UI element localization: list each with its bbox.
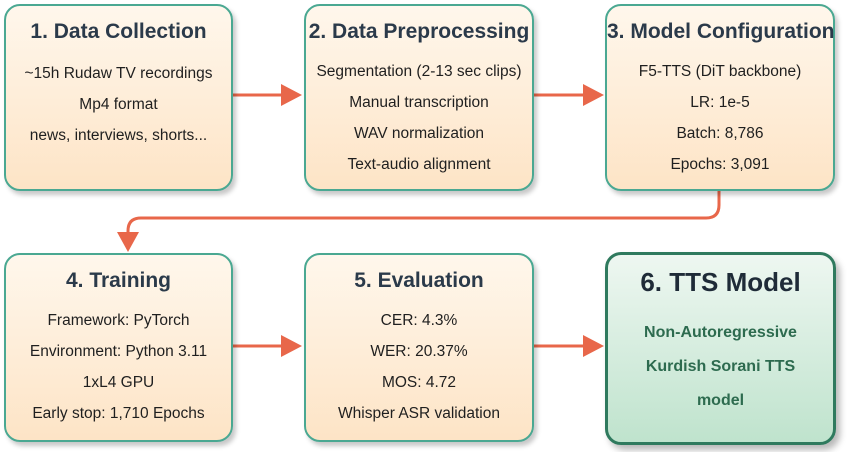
arrow-5-to-6-head [583,335,604,357]
step-title: 5. Evaluation [354,269,484,292]
step-title: 3. Model Configuration [607,20,835,43]
step-line: Kurdish Sorani TTS [645,358,796,375]
step-line: Early stop: 1,710 Epochs [32,405,205,422]
step-line: Non-Autoregressive [644,324,797,341]
step-line: Environment: Python 3.11 [29,343,208,360]
step-title: 4. Training [65,269,172,292]
step-line: CER: 4.3% [380,312,458,329]
step-line: Framework: PyTorch [47,312,190,329]
arrow-2-to-3-head [583,84,604,106]
step-line: model [696,392,745,409]
step-title: 6. TTS Model [640,267,801,297]
step-line: 1xL4 GPU [82,374,155,391]
arrow-4-to-5-head [281,335,302,357]
step-training: 4. Training Framework: PyTorch Environme… [4,253,233,442]
arrow-3-to-4-head [117,232,139,252]
step-line: WAV normalization [353,125,485,142]
step-tts-model: 6. TTS Model Non-Autoregressive Kurdish … [605,252,836,445]
step-line: Epochs: 3,091 [670,156,770,173]
step-line: LR: 1e-5 [690,94,750,111]
step-line: Segmentation (2-13 sec clips) [316,63,522,80]
step-title: 2. Data Preprocessing [308,20,530,43]
step-line: Mp4 format [79,96,158,113]
step-line: Batch: 8,786 [676,125,764,142]
step-data-preprocessing: 2. Data Preprocessing Segmentation (2-13… [304,4,534,191]
step-line: Text-audio alignment [347,156,491,173]
step-line: Whisper ASR validation [338,405,500,422]
step-line: WER: 20.37% [370,343,468,360]
step-line: Manual transcription [349,94,489,111]
arrow-1-to-2-head [281,84,302,106]
step-model-configuration: 3. Model Configuration F5-TTS (DiT backb… [605,4,835,191]
step-line: ~15h Rudaw TV recordings [24,65,213,82]
step-data-collection: 1. Data Collection ~15h Rudaw TV recordi… [4,4,233,191]
step-title: 1. Data Collection [30,20,207,43]
step-line: MOS: 4.72 [381,374,457,391]
arrow-3-to-4 [126,190,721,238]
step-line: news, interviews, shorts... [29,127,208,144]
step-line: F5-TTS (DiT backbone) [638,63,802,80]
step-evaluation: 5. Evaluation CER: 4.3% WER: 20.37% MOS:… [304,253,534,442]
